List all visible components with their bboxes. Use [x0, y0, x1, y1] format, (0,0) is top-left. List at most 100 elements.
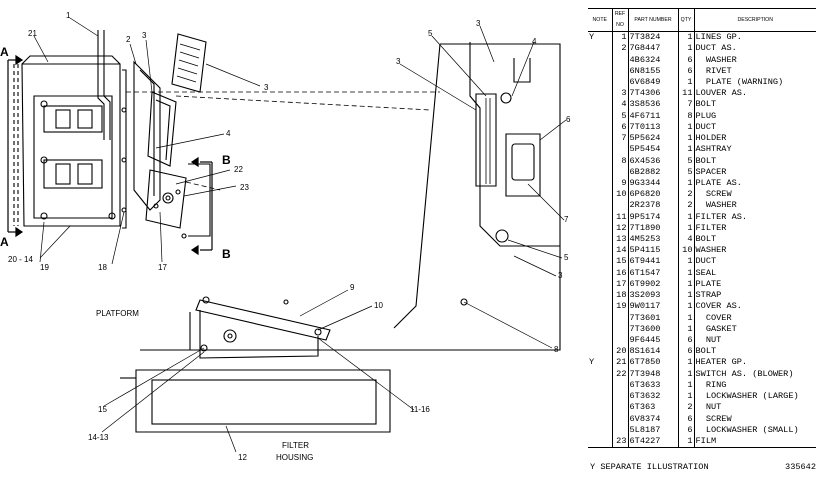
- cell-part: 6T9441: [628, 256, 679, 268]
- callout: 17: [158, 263, 167, 272]
- section-mark-a-top: A: [0, 45, 9, 59]
- callout: 21: [28, 29, 37, 38]
- cell-desc: BOLT: [695, 346, 717, 357]
- cell-part: 3S8536: [628, 99, 679, 111]
- cell-ref: 22: [612, 368, 629, 380]
- cell-qty: 11: [678, 88, 695, 100]
- cell-ref: 21: [612, 357, 629, 369]
- cell-desc: ASHTRAY: [695, 144, 732, 155]
- cell-desc: DUCT: [695, 121, 717, 132]
- cell-note: [588, 245, 613, 257]
- cell-desc: NUT: [695, 335, 722, 346]
- footnote-separate-illustration: Y SEPARATE ILLUSTRATION: [590, 462, 709, 472]
- platform-label: PLATFORM: [96, 309, 139, 318]
- cell-qty: 1: [678, 121, 695, 133]
- callout: 23: [240, 183, 249, 192]
- cell-part: 6X4536: [628, 155, 679, 167]
- cell-part: 5P5624: [628, 132, 679, 145]
- cell-desc: PLATE (WARNING): [695, 76, 784, 87]
- cell-ref: 20: [612, 346, 629, 358]
- cell-desc: PLATE: [695, 278, 722, 289]
- cell-part: 7T3948: [628, 368, 679, 380]
- cell-desc: FILTER: [695, 222, 727, 233]
- callout: 6: [566, 115, 571, 124]
- cell-note: [588, 256, 613, 268]
- cell-note: [588, 290, 613, 302]
- cell-ref: [612, 379, 629, 391]
- duct-right: [505, 133, 541, 197]
- cell-qty: 10: [678, 245, 695, 257]
- ashtray: [511, 143, 535, 181]
- callout: 7: [564, 215, 569, 224]
- cell-qty: 6: [678, 334, 695, 347]
- cell-note: [588, 211, 613, 223]
- callout: 3: [142, 31, 147, 40]
- cell-note: [588, 132, 613, 145]
- cell-desc: WASHER: [695, 245, 727, 256]
- callout: 22: [234, 165, 243, 174]
- cell-qty: 1: [678, 132, 695, 145]
- cell-part: 5P5454: [628, 144, 679, 156]
- cell-qty: 1: [678, 391, 695, 403]
- cell-qty: 1: [678, 144, 695, 156]
- cell-qty: 1: [678, 177, 695, 190]
- cell-qty: 1: [678, 301, 695, 313]
- cell-ref: 19: [612, 301, 629, 313]
- col-part-number: PART NUMBER: [628, 8, 679, 32]
- callout: 5: [564, 253, 569, 262]
- cell-qty: 2: [678, 189, 695, 201]
- callout: 15: [98, 405, 107, 414]
- callout: 5: [428, 29, 433, 38]
- cell-part: 5L8187: [628, 424, 679, 436]
- cell-part: 4F6711: [628, 110, 679, 122]
- callout: 18: [98, 263, 107, 272]
- cell-qty: 6: [678, 346, 695, 358]
- cell-desc: WASHER: [695, 200, 737, 211]
- callout: 14-13: [88, 433, 109, 442]
- cell-qty: 5: [678, 166, 695, 178]
- callout: 3: [558, 271, 563, 280]
- col-qty: QTY: [678, 8, 695, 32]
- cell-desc: BOLT: [695, 99, 717, 110]
- louver-right: [475, 93, 497, 187]
- cell-note: [588, 54, 613, 66]
- filter-plate: [195, 299, 331, 341]
- cell-qty: 1: [678, 267, 695, 279]
- cell-qty: 1: [678, 211, 695, 223]
- callout: 4: [532, 37, 537, 46]
- callout: 9: [350, 283, 355, 292]
- cell-desc: STRAP: [695, 290, 722, 301]
- cell-note: [588, 121, 613, 133]
- cell-note: [588, 379, 613, 391]
- cell-ref: [612, 65, 629, 77]
- cell-ref: 11: [612, 211, 629, 223]
- cell-ref: 8: [612, 155, 629, 167]
- cell-ref: [612, 166, 629, 178]
- cell-note: [588, 144, 613, 156]
- cell-qty: 2: [678, 200, 695, 212]
- cell-note: [588, 222, 613, 234]
- section-mark-b-top: B: [222, 153, 231, 167]
- cell-part: 5P4115: [628, 245, 679, 257]
- cell-ref: [612, 391, 629, 403]
- cell-part: 9W0117: [628, 301, 679, 313]
- cell-part: 6P6820: [628, 189, 679, 201]
- cell-ref: 10: [612, 189, 629, 201]
- cell-qty: 7: [678, 99, 695, 111]
- cell-note: [588, 334, 613, 347]
- cell-note: [588, 346, 613, 358]
- cell-part: 7T0113: [628, 121, 679, 133]
- cell-desc: BOLT: [695, 234, 717, 245]
